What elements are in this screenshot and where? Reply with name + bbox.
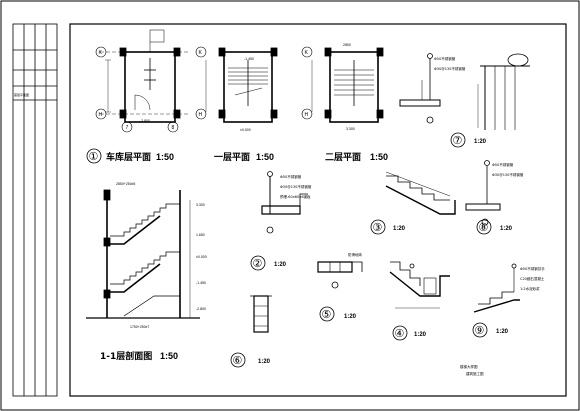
detail-4 — [389, 261, 450, 309]
detail-6 — [250, 295, 272, 333]
detail-9-note-cap: C20细石混凝土 — [520, 276, 545, 281]
axis-k-label: K — [305, 50, 309, 56]
axis-8-label: 8 — [172, 125, 175, 131]
detail-7-note-handrail: Φ50不锈钢管 — [434, 56, 456, 61]
view-9-scale: 1:20 — [496, 329, 509, 335]
detail-7: Φ50不锈钢管 Φ30@130不锈钢管 — [399, 53, 466, 124]
view-6-scale: 1:20 — [258, 359, 271, 365]
section-1-1: 2850+250x5 1750+250x7 3.300 1.650 ±0.000… — [86, 182, 207, 329]
view-7-scale: 1:20 — [474, 139, 487, 145]
view-1-title: 车库层平面 — [106, 151, 151, 163]
view-8-scale: 1:20 — [500, 226, 513, 232]
view-5-scale: 1:20 — [344, 314, 357, 320]
axis-7-label: 7 — [126, 125, 129, 131]
detail-9-note-mortar: 1:2水泥砂浆 — [520, 286, 540, 291]
garage-plan: -2.800 — [100, 29, 190, 123]
detail-9: Φ50不锈钢扶手 C20细石混凝土 1:2水泥砂浆 — [473, 263, 545, 313]
first-elevation-2: ±0.000 — [240, 128, 251, 132]
axis-k-label: K — [199, 50, 203, 56]
section-top-dim: 2850+250x5 — [116, 182, 135, 186]
garage-plan-axes: K H 7 8 — [95, 46, 179, 133]
detail-8: Φ50不锈钢管 Φ30@130不锈钢管 — [465, 160, 524, 226]
detail-9-note-rail: Φ50不锈钢扶手 — [520, 266, 545, 271]
detail-2-note-handrail: Φ50不锈钢管 — [280, 174, 302, 179]
view-2-title: 一层平面 — [214, 152, 250, 163]
first-elevation: -1.450 — [244, 57, 254, 61]
detail-2: Φ50不锈钢管 Φ30@130不锈钢管 预埋-60x60x6钢板 — [261, 171, 312, 234]
section-el-3: ±0.000 — [196, 255, 207, 259]
section-scale: 1:50 — [160, 351, 178, 361]
view-7-number: ⑦ — [453, 135, 463, 147]
section-title: 1-1层剖面图 — [100, 350, 152, 362]
second-floor-plan: 2850 3.300 — [311, 43, 384, 131]
detail-8-note-baluster: Φ30@130不锈钢管 — [492, 172, 524, 177]
axis-k-label: K — [99, 50, 103, 56]
detail-2-note-embed: 预埋-60x60x6钢板 — [280, 194, 311, 199]
view-4-number: ④ — [395, 328, 405, 340]
view-6-number: ⑥ — [233, 355, 243, 367]
title-block-line2: 建筑施工图 — [466, 371, 484, 376]
axis-h-label: H — [305, 112, 309, 118]
detail-7-note-baluster: Φ30@130不锈钢管 — [434, 66, 466, 71]
second-plan-axes: K H — [301, 46, 313, 120]
section-el-5: -2.800 — [196, 307, 206, 311]
view-3d-number: ③ — [373, 222, 383, 234]
view-9-number: ⑨ — [475, 325, 485, 337]
view-8-number: ⑧ — [479, 222, 489, 234]
view-1-scale: 1:50 — [156, 152, 174, 162]
section-bottom-dim: 1750+250x7 — [130, 325, 149, 329]
view-titles: ① 车库层平面 1:50 一层平面 1:50 二层平面 1:50 ⑦ 1:20 … — [86, 132, 513, 376]
view-3-title: 二层平面 — [325, 152, 361, 163]
view-2d-number: ② — [253, 258, 263, 270]
section-el-4: -1.450 — [196, 281, 206, 285]
first-plan-axes: K H — [195, 46, 207, 120]
first-floor-plan: -1.450 ±0.000 — [205, 47, 278, 132]
detail-2-note-baluster: Φ30@130不锈钢管 — [280, 184, 312, 189]
view-2d-scale: 1:20 — [274, 262, 287, 268]
section-el-2: 1.650 — [196, 233, 205, 237]
inner-frame — [69, 23, 567, 397]
detail-5-note-tile: 防滑地砖 — [348, 252, 362, 257]
axis-h-label: H — [199, 112, 203, 118]
title-block-line1: 楼梯大样图 — [460, 364, 478, 369]
axis-h-label: H — [99, 112, 103, 118]
view-3-scale: 1:50 — [370, 152, 388, 162]
detail-7b — [477, 53, 530, 130]
left-title-strip: 首层平面图 — [12, 23, 58, 397]
view-2-scale: 1:50 — [256, 152, 274, 162]
garage-elevation: -2.800 — [140, 119, 150, 123]
detail-8-note-handrail: Φ50不锈钢管 — [492, 162, 514, 167]
section-el-1: 3.300 — [196, 203, 205, 207]
second-elevation: 3.300 — [346, 127, 355, 131]
plan-width-dim: 2850 — [343, 43, 351, 47]
view-1-number: ① — [89, 151, 99, 163]
view-4-scale: 1:20 — [414, 332, 427, 338]
view-5-number: ⑤ — [322, 309, 332, 321]
detail-3 — [385, 171, 456, 215]
strip-label: 首层平面图 — [14, 92, 29, 97]
detail-5: 防滑地砖 — [317, 252, 362, 289]
view-3d-scale: 1:20 — [393, 226, 406, 232]
